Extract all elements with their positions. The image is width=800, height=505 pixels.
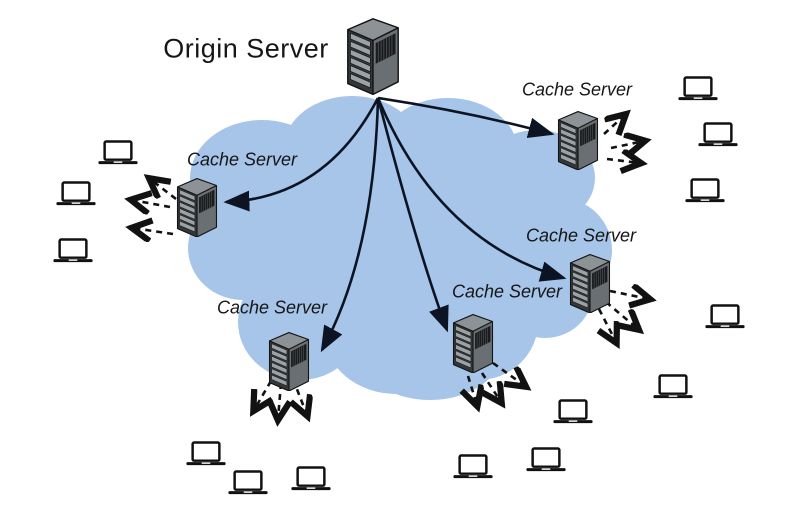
laptop-icon [525, 447, 567, 473]
laptop-icon [677, 76, 719, 102]
cache-server-middle-right-icon [569, 249, 611, 313]
laptop-icon [55, 181, 97, 207]
laptop-icon [52, 238, 94, 264]
cache-server-bottom-left-icon [268, 327, 310, 391]
laptop-icon [552, 399, 594, 425]
origin-to-bottommiddle-cache-arrow [376, 97, 449, 333]
origin-server-icon [346, 7, 400, 99]
laptop-icon [227, 470, 269, 496]
origin-to-cache-arrows [223, 96, 567, 353]
cache-server-label: Cache Server [521, 79, 633, 100]
cache-server-left-icon [176, 173, 218, 237]
laptop-icon [704, 304, 746, 330]
laptop-icon [97, 140, 139, 166]
laptop-icon [684, 178, 726, 204]
cache-server-label: Cache Server [525, 225, 637, 246]
laptop-icon [652, 374, 694, 400]
cache-server-label: Cache Server [451, 281, 563, 302]
laptop-icon [697, 122, 739, 148]
cache-server-bottom-middle-icon [452, 309, 494, 373]
origin-server-label: Origin Server [163, 33, 329, 64]
origin-to-topright-cache-arrow [377, 96, 555, 138]
origin-to-left-cache-arrow [223, 97, 380, 212]
cache-server-label: Cache Server [186, 149, 298, 170]
laptop-icon [290, 466, 332, 492]
cache-server-top-right-icon [557, 106, 599, 170]
cache-server-label: Cache Server [216, 297, 328, 318]
origin-to-bottomleft-cache-arrow [320, 97, 380, 353]
cache-to-client-arrows [132, 115, 649, 419]
laptop-icon [452, 454, 494, 480]
origin-to-middleright-cache-arrow [376, 97, 567, 282]
laptop-icon [185, 441, 227, 467]
